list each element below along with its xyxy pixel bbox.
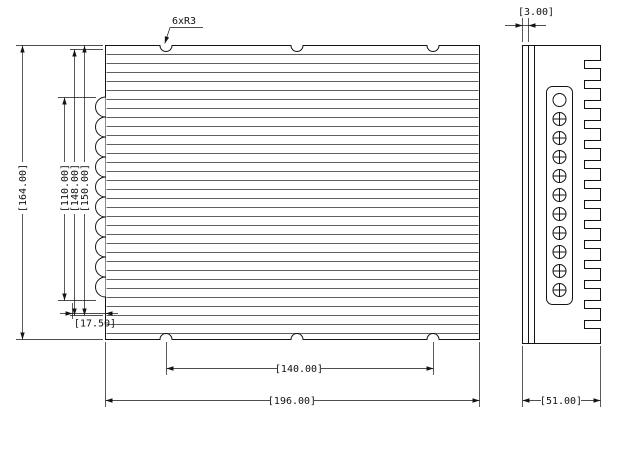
dim-label-notch-spacing: [140.00] bbox=[275, 364, 323, 375]
left-edge-scallops bbox=[95, 96, 106, 298]
dim-label-depth-overall: [51.00] bbox=[540, 396, 582, 407]
dim-label-inner-height-b: [150.00] bbox=[80, 164, 91, 212]
dim-label-terminal-length: [110.00] bbox=[60, 164, 71, 212]
dim-label-edge-offset: [17.50] bbox=[74, 319, 116, 330]
dimensions: [164.00] [110.00] [148.00] [150.00] [17.… bbox=[16, 7, 601, 407]
dim-label-inner-height-a: [148.00] bbox=[70, 164, 81, 212]
terminal-screws bbox=[552, 93, 567, 297]
mounting-notches bbox=[159, 44, 440, 341]
dim-label-radius-callout: 6xR3 bbox=[172, 16, 196, 27]
dim-label-height-overall: [164.00] bbox=[18, 164, 29, 212]
dim-label-plate-thickness: [3.00] bbox=[518, 7, 554, 18]
front-view bbox=[95, 44, 480, 341]
side-view bbox=[522, 45, 601, 344]
dim-label-width-overall: [196.00] bbox=[268, 396, 316, 407]
heatsink-fin-lines bbox=[106, 54, 479, 334]
front-body-outline bbox=[105, 45, 480, 340]
leader-line bbox=[164, 27, 171, 44]
